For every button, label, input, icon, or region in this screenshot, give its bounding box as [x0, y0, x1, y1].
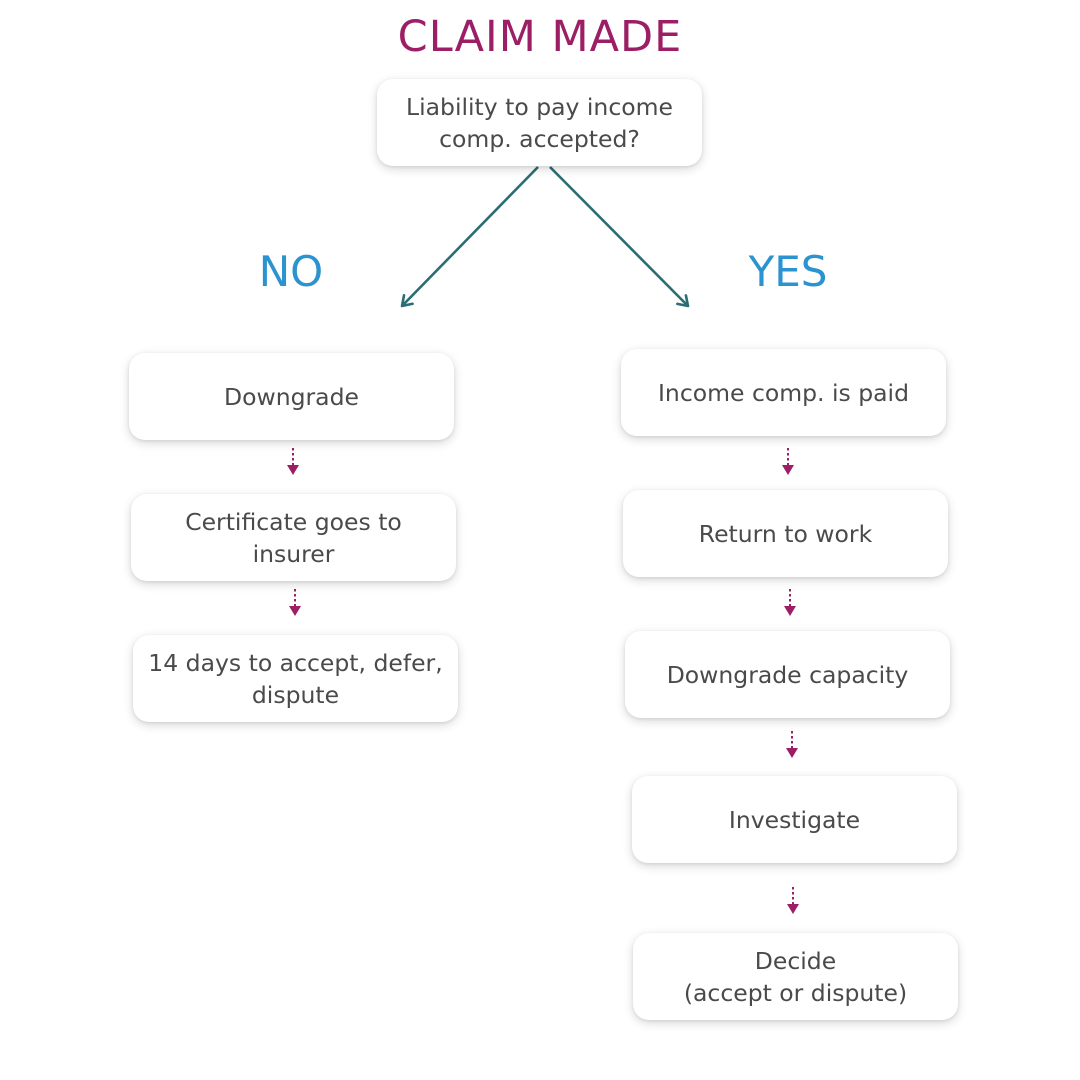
- step-arrow-head: [786, 748, 798, 758]
- yes-branch-label: YES: [748, 247, 828, 296]
- no-step-box: Downgrade: [129, 353, 454, 440]
- yes-step-box: Income comp. is paid: [621, 349, 946, 436]
- step-arrow-head: [289, 606, 301, 616]
- step-arrow-head: [784, 606, 796, 616]
- question-text: Liability to pay income comp. accepted?: [406, 92, 673, 153]
- no-branch-arrow: [400, 166, 539, 308]
- no-step-box: Certificate goes to insurer: [131, 494, 456, 581]
- question-box: Liability to pay income comp. accepted?: [377, 79, 702, 166]
- no-step-box: 14 days to accept, defer, dispute: [133, 635, 458, 722]
- yes-step-text: Decide (accept or dispute): [683, 946, 908, 1007]
- yes-step-box: Decide (accept or dispute): [633, 933, 958, 1020]
- yes-branch-arrow: [549, 166, 690, 308]
- yes-step-box: Downgrade capacity: [625, 631, 950, 718]
- no-step-text: Downgrade: [224, 382, 359, 411]
- step-arrow-head: [787, 904, 799, 914]
- step-arrow-head: [287, 465, 299, 475]
- yes-step-text: Downgrade capacity: [666, 660, 909, 689]
- yes-step-text: Income comp. is paid: [658, 378, 909, 407]
- yes-step-box: Investigate: [632, 776, 957, 863]
- yes-step-box: Return to work: [623, 490, 948, 577]
- diagram-title: CLAIM MADE: [397, 12, 683, 62]
- yes-step-text: Return to work: [698, 519, 873, 548]
- yes-step-text: Investigate: [728, 805, 861, 834]
- no-step-text: 14 days to accept, defer, dispute: [148, 648, 443, 709]
- step-arrow-head: [782, 465, 794, 475]
- no-branch-label: NO: [258, 247, 324, 296]
- no-step-text: Certificate goes to insurer: [185, 507, 402, 568]
